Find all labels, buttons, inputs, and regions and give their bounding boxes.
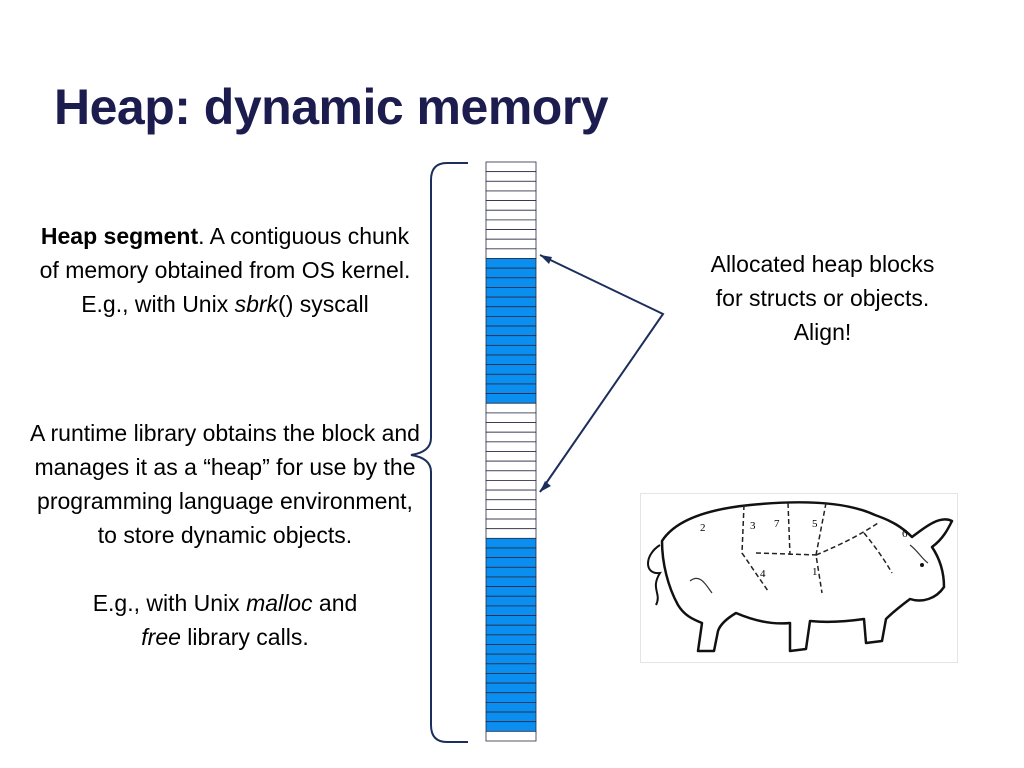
runtime-eg-and: and (312, 590, 358, 616)
allocated-memory-row (485, 624, 537, 636)
allocated-memory-row (485, 586, 537, 597)
cut-number: 4 (760, 568, 766, 580)
allocated-memory-row (485, 547, 537, 559)
free-memory-row (485, 219, 537, 230)
pig-cuts-illustration: 2 3 7 5 6 4 1 (640, 493, 958, 663)
cut-number: 3 (750, 520, 756, 532)
allocated-memory-row (485, 306, 537, 317)
arrowhead-top (540, 255, 552, 264)
allocated-memory-row (485, 325, 537, 337)
free-memory-row (485, 441, 537, 452)
free-memory-row (485, 180, 537, 192)
runtime-eg-prefix: E.g., with Unix (92, 590, 247, 616)
heap-segment-eg-prefix: E.g., with Unix (81, 291, 235, 317)
allocated-memory-row (485, 702, 537, 713)
free-term: free (141, 624, 181, 650)
allocated-memory-row (485, 557, 537, 568)
free-memory-row (485, 480, 537, 491)
allocated-memory-row (485, 711, 537, 723)
free-memory-row (485, 470, 537, 481)
free-memory-row (485, 499, 537, 510)
heap-segment-eg-suffix: () syscall (278, 291, 369, 317)
free-memory-row (485, 460, 537, 472)
allocated-memory-row (485, 615, 537, 626)
allocated-memory-row (485, 277, 537, 288)
allocated-memory-row (485, 721, 537, 732)
heap-segment-text: Heap segment. A contiguous chunk of memo… (30, 219, 420, 321)
allocated-memory-row (485, 373, 537, 385)
arrowhead-bottom (540, 481, 551, 492)
allocated-memory-row (485, 692, 537, 703)
heap-segment-term: Heap segment (40, 223, 199, 249)
allocated-memory-row (485, 287, 537, 298)
allocated-memory-row (485, 653, 537, 665)
allocated-memory-row (485, 315, 537, 327)
free-memory-row (485, 200, 537, 211)
allocated-memory-row (485, 663, 537, 674)
cut-number: 5 (812, 518, 818, 530)
free-memory-row (485, 730, 537, 742)
allocated-memory-row (485, 576, 537, 588)
allocated-blocks-text: Allocated heap blocks for structs or obj… (650, 247, 995, 349)
allocated-memory-row (485, 258, 537, 269)
sbrk-term: sbrk (234, 291, 279, 317)
allocated-memory-row (485, 383, 537, 395)
allocated-memory-row (485, 682, 537, 694)
allocated-memory-row (485, 393, 537, 404)
runtime-description: A runtime library obtains the block and … (30, 420, 420, 548)
free-memory-row (485, 171, 537, 182)
runtime-eg-suffix: library calls. (180, 624, 309, 650)
allocated-memory-row (485, 566, 537, 578)
allocated-memory-row (485, 364, 537, 375)
free-memory-row (485, 161, 537, 173)
allocated-memory-row (485, 344, 537, 356)
cut-number: 1 (812, 566, 818, 578)
cut-number: 6 (902, 528, 908, 540)
allocated-memory-row (485, 267, 537, 279)
free-memory-row (485, 412, 537, 423)
allocated-memory-row (485, 605, 537, 616)
heap-segment-description: . A contiguous chunk of memory obtained … (39, 223, 411, 283)
free-memory-row (485, 402, 537, 414)
pointer-arrows (539, 254, 665, 493)
free-memory-row (485, 528, 537, 539)
malloc-term: malloc (246, 590, 313, 616)
curly-brace (410, 162, 468, 743)
cut-number: 2 (700, 522, 706, 534)
allocated-memory-row (485, 644, 537, 655)
allocated-memory-row (485, 634, 537, 645)
free-memory-row (485, 190, 537, 201)
allocated-memory-row (485, 335, 537, 346)
free-memory-row (485, 248, 537, 259)
free-memory-row (485, 489, 537, 501)
free-memory-row (485, 238, 537, 250)
allocated-memory-row (485, 354, 537, 366)
free-memory-row (485, 209, 537, 221)
free-memory-row (485, 508, 537, 520)
allocated-line-2: for structs or objects. (715, 285, 930, 311)
allocated-line-1: Allocated heap blocks (710, 251, 935, 277)
free-memory-row (485, 431, 537, 443)
cut-number: 7 (774, 518, 780, 530)
allocated-memory-row (485, 595, 537, 607)
free-memory-row (485, 422, 537, 433)
runtime-library-text: A runtime library obtains the block and … (30, 416, 420, 654)
allocated-memory-row (485, 537, 537, 549)
free-memory-row (485, 451, 537, 462)
free-memory-row (485, 229, 537, 240)
allocated-memory-row (485, 673, 537, 684)
free-memory-row (485, 518, 537, 530)
allocated-line-3: Align! (793, 319, 852, 345)
slide-title: Heap: dynamic memory (54, 79, 609, 135)
allocated-memory-row (485, 296, 537, 308)
